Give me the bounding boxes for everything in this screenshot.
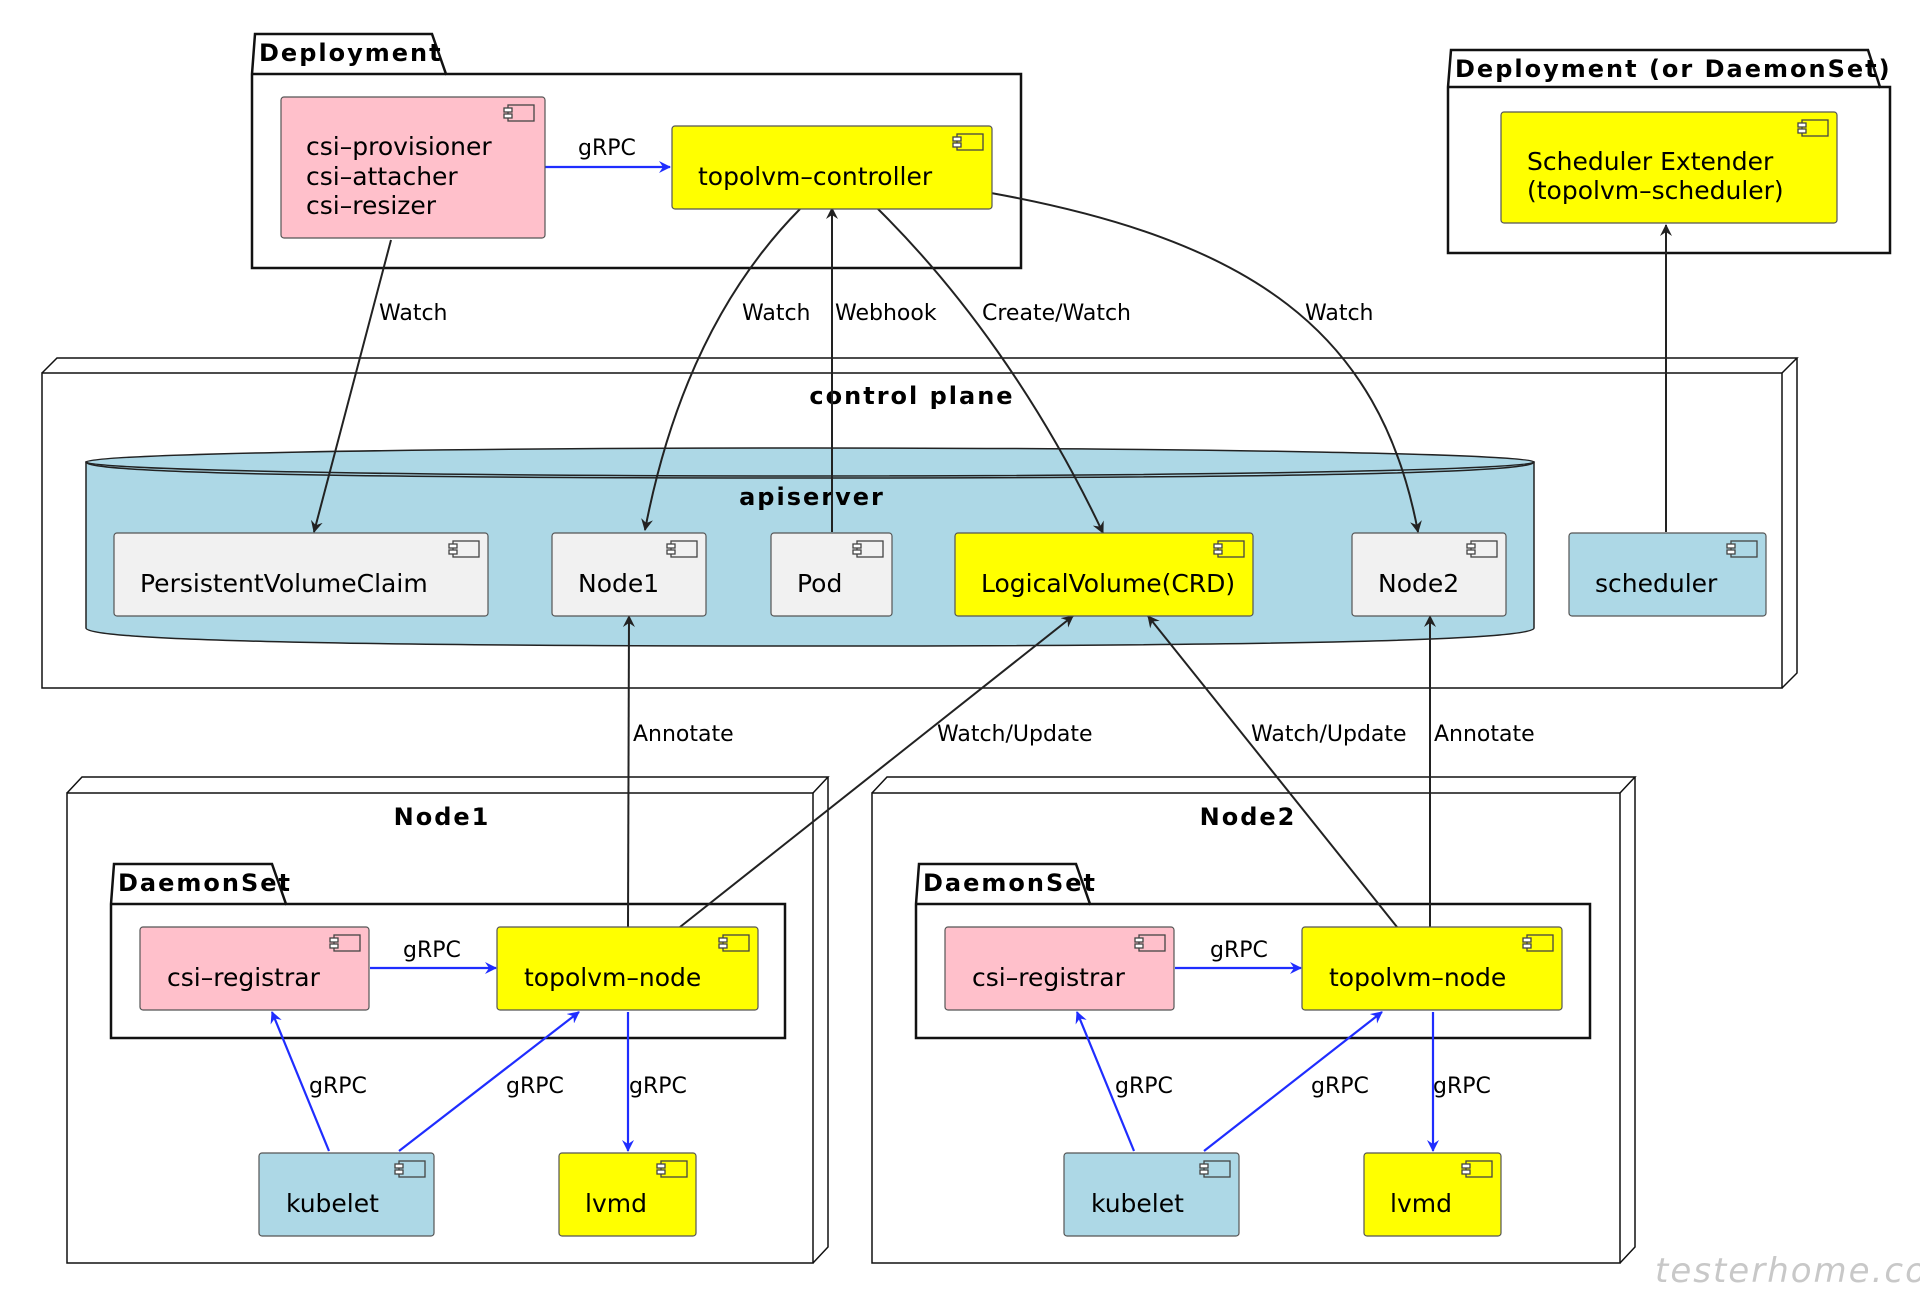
scheduler-extender-component: Scheduler Extender (topolvm–scheduler): [1500, 111, 1838, 224]
n1-lvmd-label: lvmd: [585, 1189, 647, 1218]
n1-csi-registrar-component: csi–registrar: [139, 926, 370, 1011]
edge-label-n2-watch-update: Watch/Update: [1251, 722, 1407, 747]
deployment-package: Deployment: [250, 32, 1023, 270]
edge-label-n2-registrar-grpc: gRPC: [1210, 938, 1268, 963]
pod-label: Pod: [797, 569, 842, 598]
csi-resizer-label: csi–resizer: [306, 191, 437, 220]
scheduler-extender-label: Scheduler Extender: [1527, 147, 1774, 176]
edge-label-n1-registrar-grpc: gRPC: [403, 938, 461, 963]
edge-label-n1-watch-update: Watch/Update: [937, 722, 1093, 747]
edge-n1-watch-update: [679, 615, 1074, 928]
n1-topolvm-node-label: topolvm–node: [524, 963, 701, 992]
csi-sidecars-component: csi–provisioner csi–attacher csi–resizer: [280, 96, 546, 239]
edge-n1-kubelet-grpc-node: [398, 1011, 580, 1152]
edge-label-n1-kubelet-node-grpc: gRPC: [506, 1074, 564, 1099]
edge-label-n2-node-lvmd-grpc: gRPC: [1433, 1074, 1491, 1099]
edge-controller-watch-node1: [641, 208, 801, 531]
edge-sidecars-watch-pvc: [311, 239, 392, 533]
edge-n1-annotate: [622, 615, 635, 928]
n1-lvmd-component: lvmd: [558, 1152, 697, 1237]
n1-csi-registrar-label: csi–registrar: [167, 963, 321, 992]
edge-label-controller-watch-node2: Watch: [1305, 301, 1374, 326]
topolvm-scheduler-label: (topolvm–scheduler): [1527, 176, 1784, 205]
edge-label-n2-kubelet-registrar-grpc: gRPC: [1115, 1074, 1173, 1099]
csi-attacher-label: csi–attacher: [306, 162, 458, 191]
edge-label-sidecars-watch: Watch: [379, 301, 448, 326]
edge-label-n1-annotate: Annotate: [633, 722, 734, 747]
edge-n2-kubelet-grpc-registrar: [1075, 1011, 1136, 1152]
n2-lvmd-component: lvmd: [1363, 1152, 1502, 1237]
pvc-label: PersistentVolumeClaim: [140, 569, 428, 598]
n2-topolvm-node-component: topolvm–node: [1301, 926, 1563, 1011]
watermark: testerhome.com: [1655, 1251, 1920, 1291]
deployment-or-daemonset-title: Deployment (or DaemonSet): [1455, 55, 1892, 83]
node1-daemonset-title: DaemonSet: [118, 869, 292, 897]
edge-label-sidecars-grpc: gRPC: [578, 136, 636, 161]
node2-daemonset-title: DaemonSet: [923, 869, 1097, 897]
scheduler-label: scheduler: [1595, 569, 1718, 598]
edge-label-controller-watch-node1: Watch: [742, 301, 811, 326]
deployment-package-title: Deployment: [259, 39, 443, 67]
logical-volume-label: LogicalVolume(CRD): [981, 569, 1235, 598]
edge-controller-create-lv: [877, 208, 1104, 534]
edge-label-n2-kubelet-node-grpc: gRPC: [1311, 1074, 1369, 1099]
scheduler-component: scheduler: [1568, 532, 1767, 617]
edge-controller-watch-node2: [990, 192, 1422, 533]
node1-node: Node1: [66, 776, 830, 1264]
edge-label-pod-webhook: Webhook: [835, 301, 937, 326]
topolvm-controller-label: topolvm–controller: [698, 162, 933, 191]
pvc-component: PersistentVolumeClaim: [113, 532, 489, 617]
node1-title: Node1: [394, 803, 491, 831]
edge-label-n1-kubelet-registrar-grpc: gRPC: [309, 1074, 367, 1099]
api-node2-label: Node2: [1378, 569, 1459, 598]
n2-topolvm-node-label: topolvm–node: [1329, 963, 1506, 992]
n2-kubelet-component: kubelet: [1063, 1152, 1240, 1237]
node2-node: Node2: [871, 776, 1637, 1264]
node1-daemonset-package: DaemonSet: [109, 862, 787, 1040]
n2-csi-registrar-component: csi–registrar: [944, 926, 1175, 1011]
deployment-or-daemonset-package: Deployment (or DaemonSet): [1446, 48, 1892, 255]
edge-n2-kubelet-grpc-node: [1203, 1011, 1383, 1152]
api-node1-label: Node1: [578, 569, 659, 598]
node2-title: Node2: [1200, 803, 1297, 831]
api-node1-component: Node1: [551, 532, 707, 617]
edge-n2-watch-update: [1147, 615, 1398, 928]
n1-kubelet-label: kubelet: [286, 1189, 379, 1218]
csi-provisioner-label: csi–provisioner: [306, 132, 492, 161]
logical-volume-component: LogicalVolume(CRD): [954, 532, 1254, 617]
n1-kubelet-component: kubelet: [258, 1152, 435, 1237]
pod-component: Pod: [770, 532, 893, 617]
n2-lvmd-label: lvmd: [1390, 1189, 1452, 1218]
edge-label-n1-node-lvmd-grpc: gRPC: [629, 1074, 687, 1099]
api-node2-component: Node2: [1351, 532, 1507, 617]
n2-csi-registrar-label: csi–registrar: [972, 963, 1126, 992]
edge-label-create-watch: Create/Watch: [982, 301, 1131, 326]
edge-label-n2-annotate: Annotate: [1434, 722, 1535, 747]
n2-kubelet-label: kubelet: [1091, 1189, 1184, 1218]
n1-topolvm-node-component: topolvm–node: [496, 926, 759, 1011]
node2-daemonset-package: DaemonSet: [914, 862, 1592, 1040]
control-plane-title: control plane: [809, 382, 1014, 410]
control-plane-node: control plane: [41, 357, 1799, 689]
edge-n1-kubelet-grpc-registrar: [270, 1011, 331, 1152]
topolvm-controller-component: topolvm–controller: [671, 125, 993, 210]
apiserver-title: apiserver: [739, 483, 885, 511]
